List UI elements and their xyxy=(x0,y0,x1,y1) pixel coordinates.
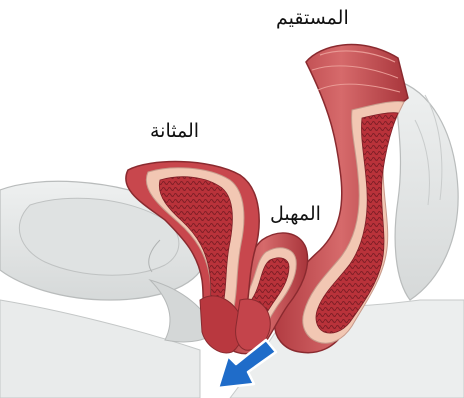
rectum-label: المستقيم xyxy=(276,9,349,28)
bladder-label: المثانة xyxy=(150,122,199,141)
vagina-label: المهبل xyxy=(270,205,321,224)
